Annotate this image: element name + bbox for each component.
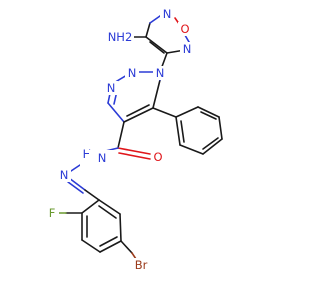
bromine-label: Br [135,258,148,272]
furazan-oxygen-label: O [180,22,189,36]
carbonyl-oxygen-label: O [153,150,162,164]
fluorine-label: F [49,206,56,220]
hydrazide-n-label: N [98,151,107,165]
furazan-n-top-label: N [163,7,172,21]
amine-label: NH2 [108,30,133,44]
hydrazide-h-label: H [83,147,92,161]
phenyl-ring [152,106,223,155]
triazole-n3-label: N [107,81,116,95]
furazan-n-right-label: N [183,42,192,56]
bromofluorophenyl-ring [57,199,139,263]
molecule-structure: NH2 N O N N N N O H N N F Br [45,7,223,273]
triazole-n2-label: N [128,66,137,80]
atom-labels: NH2 N O N N N N O H N N F Br [45,7,194,273]
imine-n-label: N [60,168,69,182]
triazole-n1-label: N [156,66,165,80]
